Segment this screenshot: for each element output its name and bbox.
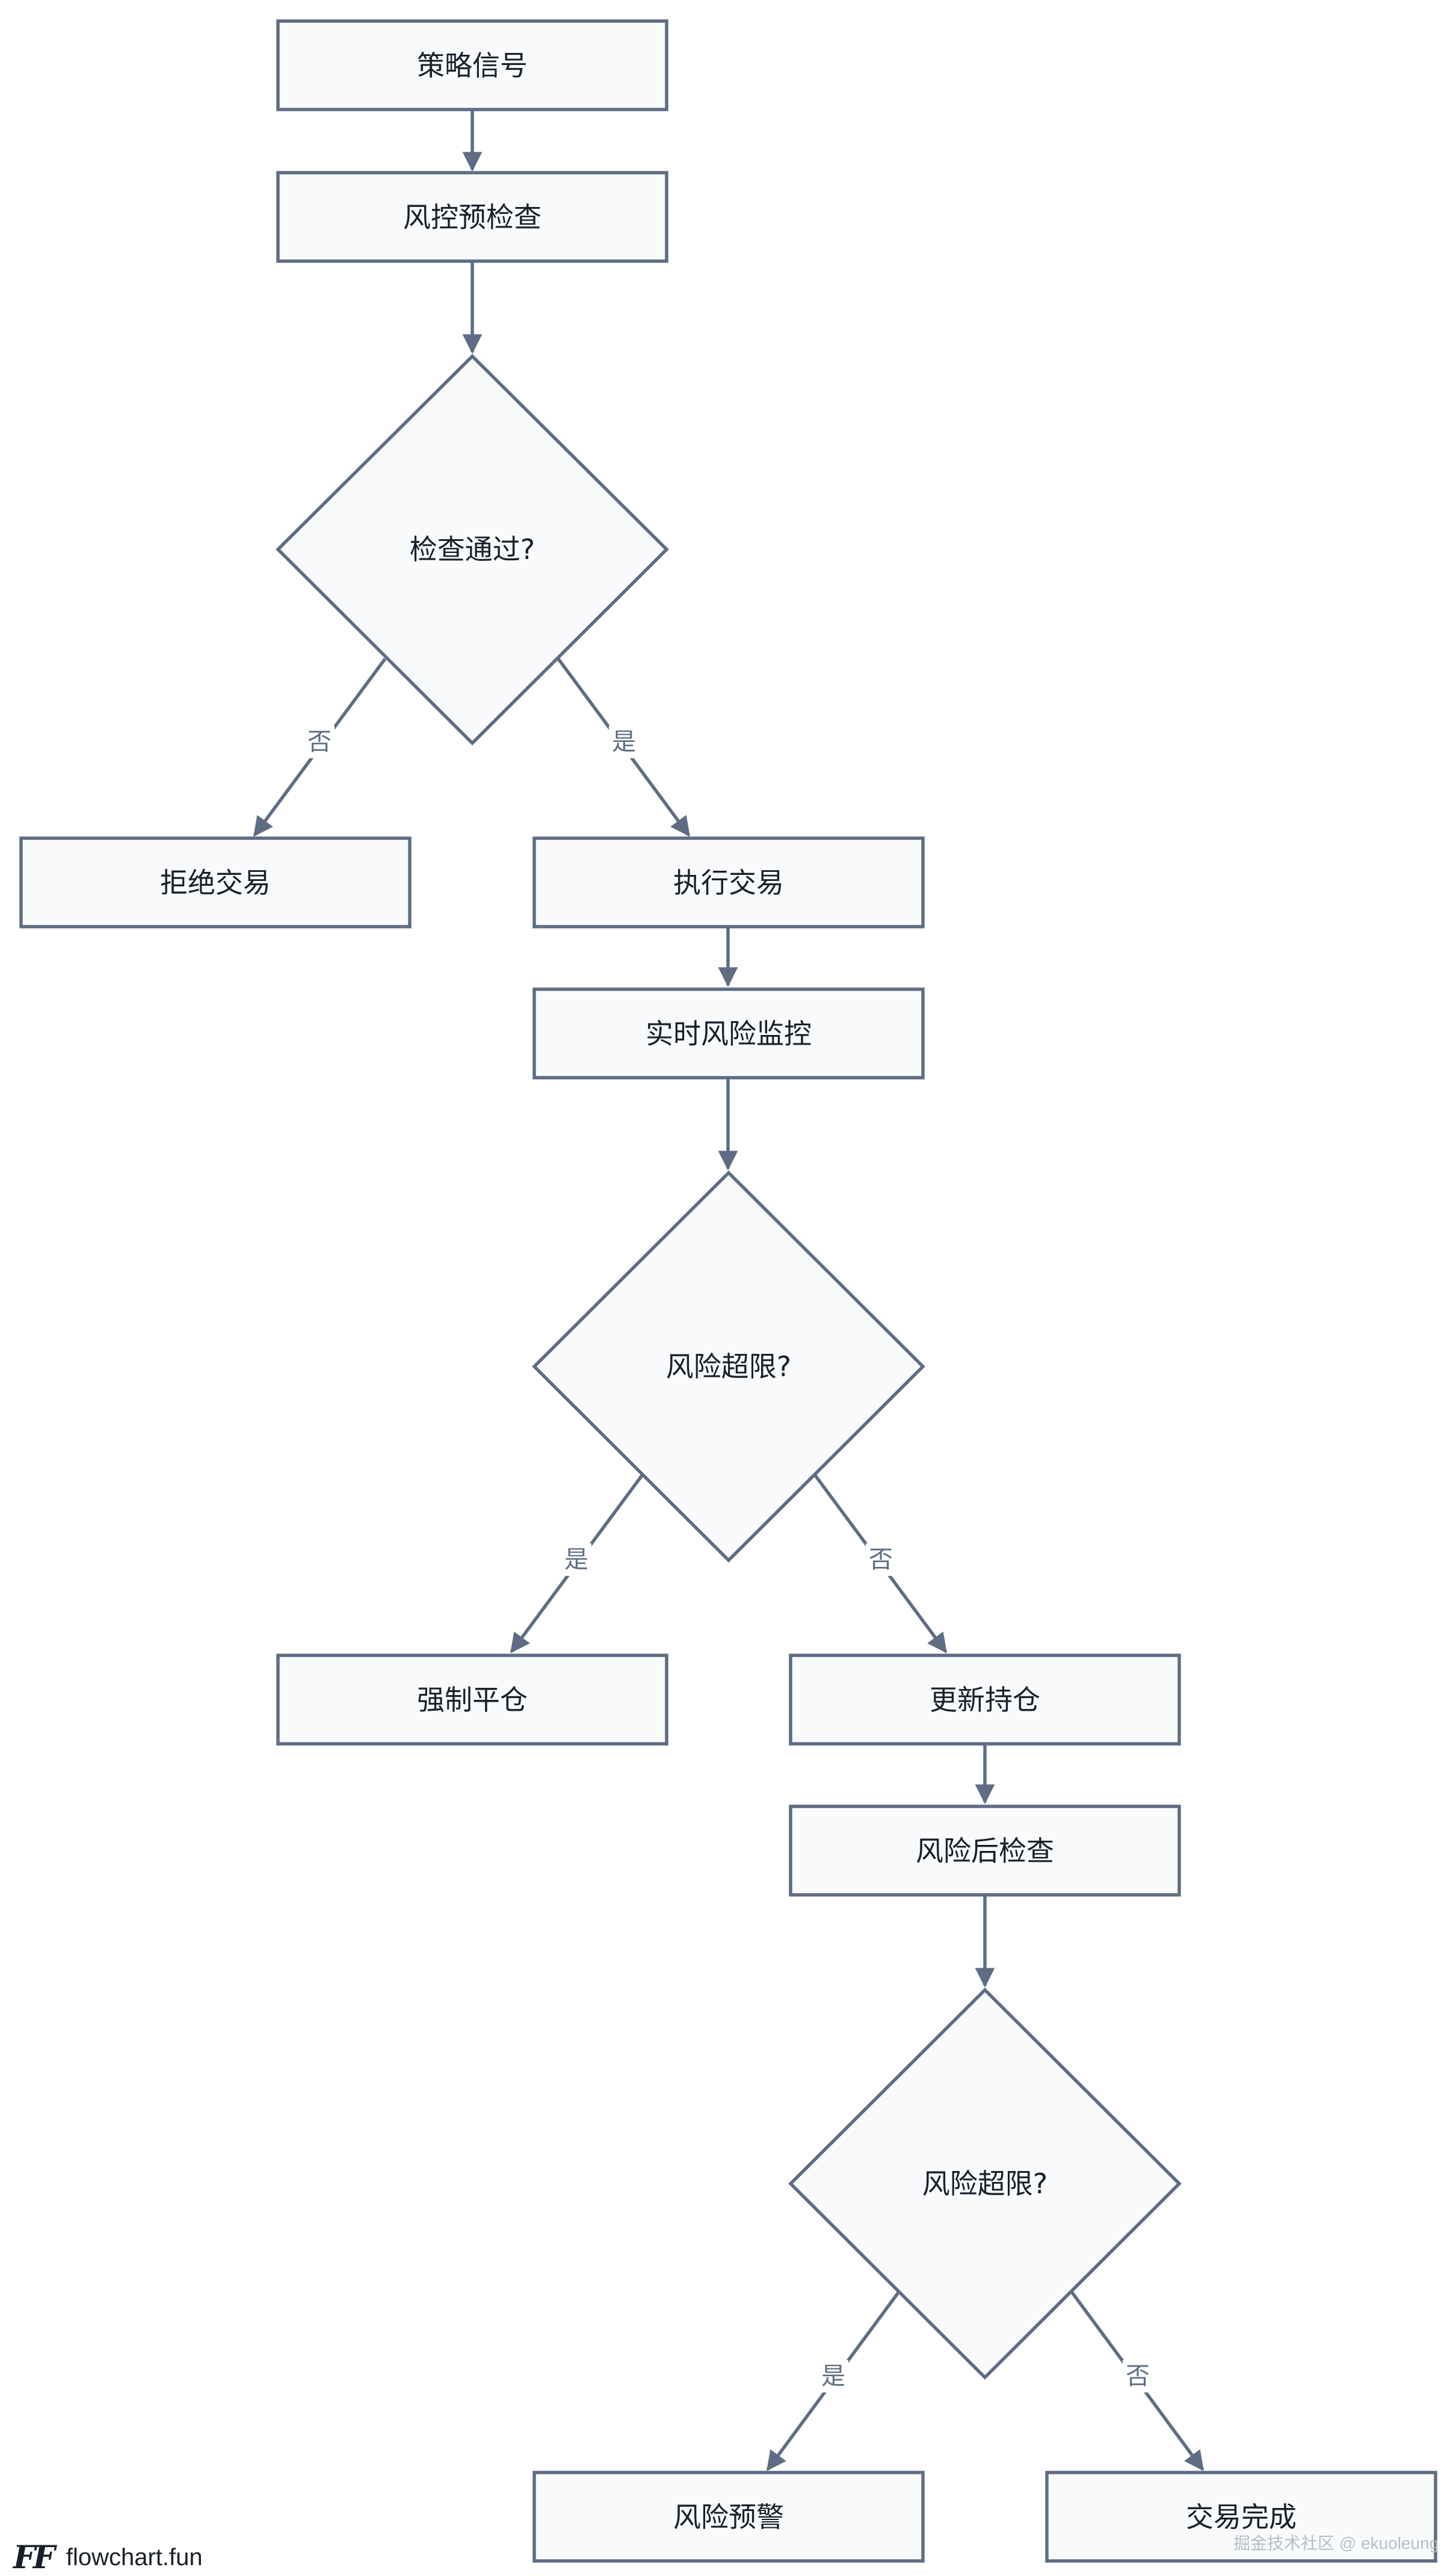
svg-text:风险预警: 风险预警: [673, 2501, 784, 2533]
flowchart-fun-logo: FF: [13, 2539, 55, 2576]
node-risk-precheck: 风控预检查: [276, 171, 668, 263]
node-realtime-monitor: 实时风险监控: [532, 987, 925, 1080]
svg-text:风险后检查: 风险后检查: [916, 1835, 1054, 1867]
svg-text:风险超限?: 风险超限?: [922, 2167, 1047, 2200]
svg-text:策略信号: 策略信号: [417, 49, 528, 82]
node-risk-exceeded-1: 风险超限?: [532, 1170, 925, 1563]
edge-label-yes-1: 是: [609, 726, 639, 758]
node-force-close: 强制平仓: [276, 1654, 668, 1746]
svg-text:交易完成: 交易完成: [1186, 2501, 1297, 2533]
node-update-position: 更新持仓: [789, 1654, 1181, 1746]
watermark-text: 掘金技术社区 @ ekuoleung: [1233, 2534, 1439, 2553]
svg-text:否: 否: [869, 1546, 893, 1574]
svg-text:是: 是: [612, 728, 636, 756]
svg-text:否: 否: [307, 728, 332, 756]
edge-labels: 否 是 是 否 是 否: [304, 726, 1153, 2392]
edge-label-no-1: 否: [304, 726, 335, 758]
svg-text:拒绝交易: 拒绝交易: [160, 866, 271, 899]
footer-branding: FF flowchart.fun: [13, 2539, 203, 2576]
node-post-risk-check: 风险后检查: [789, 1805, 1181, 1897]
svg-text:否: 否: [1126, 2362, 1150, 2390]
edge-label-no-3: 否: [1123, 2360, 1153, 2392]
svg-text:更新持仓: 更新持仓: [930, 1684, 1040, 1716]
svg-text:实时风险监控: 实时风险监控: [646, 1018, 812, 1050]
nodes: 策略信号 风控预检查 检查通过? 拒绝交易 执行交易 实时风险监控 风险超限?: [19, 19, 1437, 2563]
node-risk-exceeded-2: 风险超限?: [788, 1988, 1182, 2380]
edge-label-yes-3: 是: [818, 2360, 848, 2392]
edge-label-no-2: 否: [866, 1543, 896, 1576]
svg-text:强制平仓: 强制平仓: [417, 1684, 528, 1716]
svg-text:是: 是: [564, 1546, 588, 1574]
node-reject-trade: 拒绝交易: [19, 836, 412, 928]
svg-text:检查通过?: 检查通过?: [410, 533, 535, 566]
node-execute-trade: 执行交易: [532, 836, 925, 928]
footer-brand-link[interactable]: flowchart.fun: [66, 2544, 203, 2571]
svg-text:风控预检查: 风控预检查: [403, 201, 541, 233]
node-trade-complete: 交易完成: [1045, 2471, 1437, 2563]
svg-text:是: 是: [821, 2362, 845, 2390]
node-check-passed: 检查通过?: [276, 354, 669, 746]
svg-text:风险超限?: 风险超限?: [666, 1350, 791, 1383]
node-risk-warning: 风险预警: [532, 2471, 925, 2563]
node-strategy-signal: 策略信号: [276, 19, 668, 111]
svg-text:执行交易: 执行交易: [673, 866, 784, 899]
edge-label-yes-2: 是: [561, 1543, 591, 1576]
